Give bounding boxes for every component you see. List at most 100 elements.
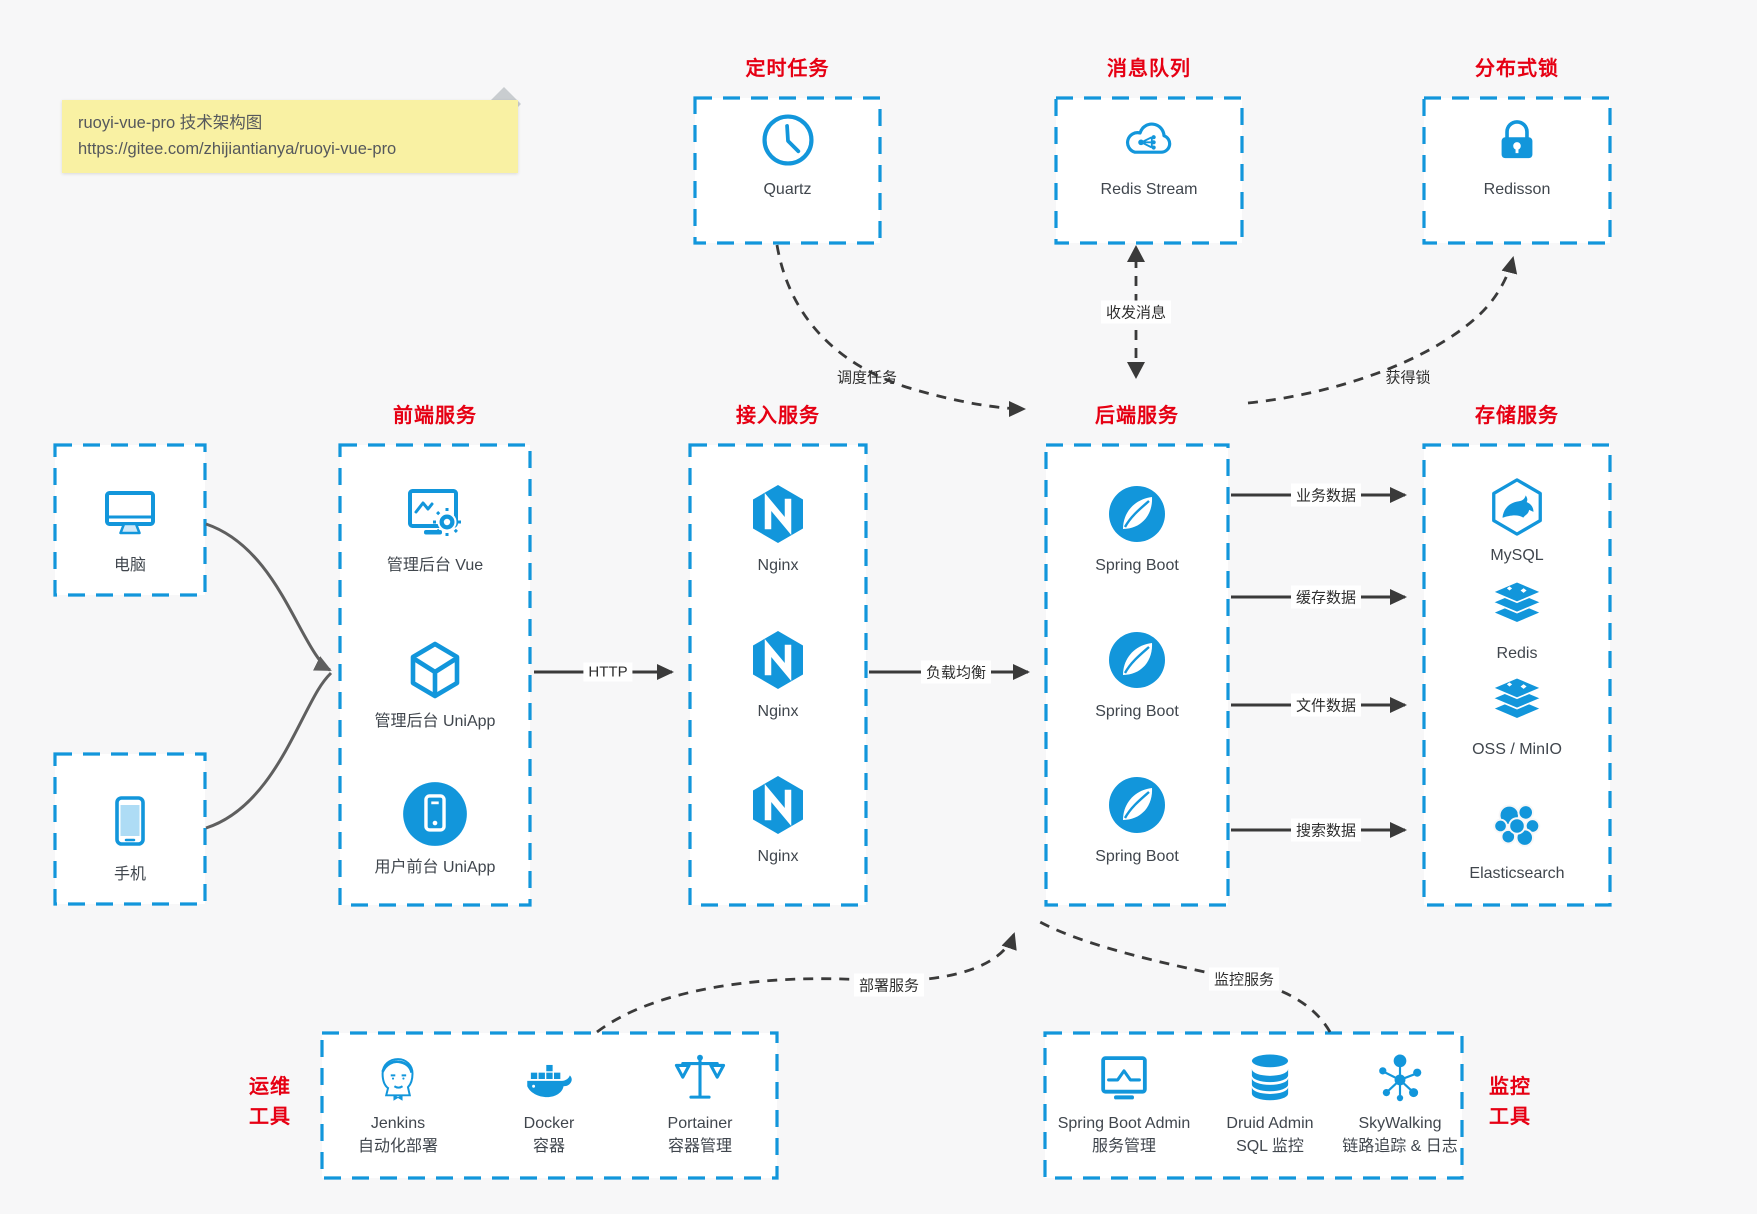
edge-label-file-data: 文件数据 — [1290, 693, 1362, 717]
item-label: 用户前台 UniApp — [374, 859, 496, 876]
item-name: Docker — [523, 1115, 575, 1132]
spring-leaf-icon — [1109, 632, 1165, 688]
edge-acquire-lock — [1247, 256, 1518, 405]
title-storage-services: 存储服务 — [1475, 405, 1559, 427]
mobile-app-circle-icon — [403, 782, 467, 846]
item-mobile-client: 手机 — [55, 789, 205, 886]
skywalking-network-icon — [1379, 1054, 1422, 1102]
frontend-item-admin-vue: 管理后台 Vue — [340, 482, 530, 577]
edge-label-schedule: 调度任务 — [836, 369, 898, 387]
scheduled-task-box — [693, 96, 882, 245]
edge-label-search-data: 搜索数据 — [1290, 818, 1362, 842]
item-label: Spring Boot — [1095, 557, 1179, 574]
spring-leaf-icon — [1109, 777, 1165, 833]
edge-schedule-task — [775, 244, 1026, 417]
clock-icon — [761, 114, 814, 166]
lock-icon — [1501, 120, 1533, 159]
title-gateway-services: 接入服务 — [736, 405, 820, 427]
gateway-item-nginx-2: Nginx — [690, 628, 866, 723]
edge-label-message: 收发消息 — [1100, 300, 1172, 324]
storage-item-redis: Redis — [1424, 576, 1610, 665]
monitoring-item-druid: Druid Admin SQL 监控 — [1190, 1050, 1350, 1158]
elasticsearch-icon — [1493, 804, 1541, 847]
ops-item-portainer: Portainer 容器管理 — [625, 1050, 775, 1158]
monitoring-item-sba: Spring Boot Admin 服务管理 — [1044, 1050, 1204, 1158]
message-arrowhead-up — [1127, 245, 1145, 262]
edge-label-http: HTTP — [583, 662, 633, 682]
ops-item-docker: Docker 容器 — [474, 1050, 624, 1158]
ops-title-line2: 工具 — [249, 1106, 291, 1128]
item-label: Redis Stream — [1100, 181, 1198, 198]
item-desc: 链路追踪 & 日志 — [1342, 1137, 1458, 1155]
cloud-stream-icon — [1125, 122, 1172, 154]
backend-item-springboot-2: Spring Boot — [1046, 628, 1228, 723]
item-desc: 自动化部署 — [357, 1137, 438, 1155]
edge-phone-to-frontend — [205, 671, 333, 830]
backend-item-springboot-1: Spring Boot — [1046, 482, 1228, 577]
sticky-note: ruoyi-vue-pro 技术架构图 https://gitee.com/zh… — [62, 100, 518, 173]
edge-pc-to-frontend — [205, 522, 332, 672]
nginx-icon — [753, 485, 803, 543]
docker-whale-icon — [527, 1064, 572, 1098]
item-redisson: Redisson — [1424, 110, 1610, 201]
item-pc-client: 电脑 — [55, 480, 205, 577]
message-arrowhead-down — [1127, 362, 1145, 379]
edge-monitor-services — [1039, 920, 1332, 1033]
item-label: Nginx — [757, 703, 799, 720]
frontend-item-user-uniapp: 用户前台 UniApp — [340, 780, 530, 879]
jenkins-butler-icon — [381, 1058, 414, 1101]
item-label: OSS / MinIO — [1472, 741, 1562, 758]
monitor-pulse-icon — [1101, 1056, 1147, 1100]
monitoring-item-skywalking: SkyWalking 链路追踪 & 日志 — [1320, 1050, 1480, 1158]
note-title: ruoyi-vue-pro 技术架构图 — [78, 114, 263, 132]
storage-item-oss-minio: OSS / MinIO — [1424, 672, 1610, 761]
title-frontend-services: 前端服务 — [393, 405, 477, 427]
nginx-icon — [753, 631, 803, 689]
portainer-scales-icon — [674, 1054, 726, 1099]
item-quartz: Quartz — [695, 110, 880, 201]
gateway-item-nginx-1: Nginx — [690, 482, 866, 577]
item-name: SkyWalking — [1358, 1115, 1442, 1132]
item-name: Portainer — [667, 1115, 733, 1132]
item-label: 手机 — [113, 866, 146, 883]
note-repo-link[interactable]: https://gitee.com/zhijiantianya/ruoyi-vu… — [78, 140, 397, 159]
item-name: Druid Admin — [1226, 1115, 1314, 1132]
item-name: Spring Boot Admin — [1057, 1115, 1191, 1132]
item-label: 电脑 — [113, 557, 146, 574]
message-queue-box — [1054, 96, 1244, 245]
smartphone-icon — [115, 796, 145, 846]
cube-icon — [410, 641, 460, 699]
item-label: Quartz — [763, 181, 812, 198]
item-label: Spring Boot — [1095, 703, 1179, 720]
redis-stack-icon — [1490, 580, 1544, 624]
spring-leaf-icon — [1109, 486, 1165, 542]
item-desc: SQL 监控 — [1236, 1137, 1304, 1155]
storage-item-mysql: MySQL — [1424, 476, 1610, 567]
edge-label-deploy: 部署服务 — [853, 973, 925, 997]
edge-label-monitor: 监控服务 — [1208, 967, 1280, 991]
monitoring-title-line1: 监控 — [1489, 1076, 1531, 1098]
storage-stack-icon — [1490, 676, 1544, 720]
edge-label-lock: 获得锁 — [1385, 369, 1431, 387]
storage-item-elasticsearch: Elasticsearch — [1424, 794, 1610, 885]
gateway-item-nginx-3: Nginx — [690, 773, 866, 868]
nginx-icon — [753, 776, 803, 834]
item-label: Redis — [1496, 645, 1538, 662]
edge-label-load-balance: 负载均衡 — [920, 660, 992, 684]
item-desc: 容器 — [532, 1137, 565, 1155]
item-label: Nginx — [757, 848, 799, 865]
item-label: 管理后台 Vue — [386, 557, 484, 574]
title-backend-services: 后端服务 — [1095, 405, 1179, 427]
title-message-queue: 消息队列 — [1107, 58, 1191, 80]
edge-label-business-data: 业务数据 — [1290, 483, 1362, 507]
ops-title-line1: 运维 — [249, 1076, 291, 1098]
monitoring-tools-title: 监控 工具 — [1468, 1072, 1552, 1132]
item-label: 管理后台 UniApp — [374, 713, 496, 730]
item-desc: 服务管理 — [1091, 1137, 1156, 1155]
ops-item-jenkins: Jenkins 自动化部署 — [323, 1050, 473, 1158]
edge-deploy-services — [596, 932, 1017, 1034]
title-scheduled-task: 定时任务 — [745, 58, 830, 80]
ops-tools-title: 运维 工具 — [228, 1072, 312, 1132]
backend-item-springboot-3: Spring Boot — [1046, 773, 1228, 868]
